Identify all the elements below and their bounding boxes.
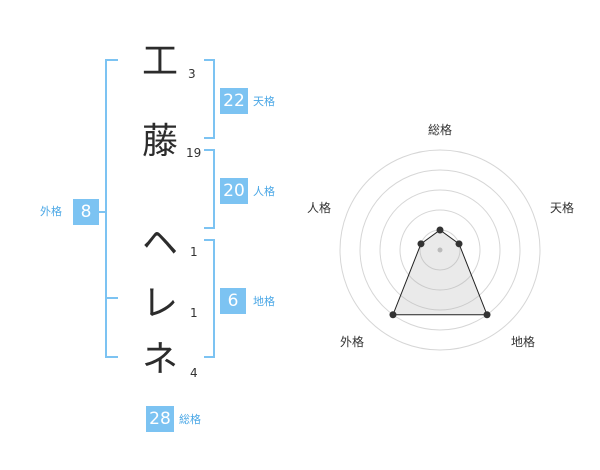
radar-point-2 (483, 311, 491, 319)
stroke-count-5: 4 (190, 366, 198, 380)
radar-ring (339, 149, 541, 351)
stroke-count-1: 3 (188, 67, 196, 81)
radar-label-tenkaku: 天格 (550, 201, 575, 215)
name-char-4: レ (141, 283, 178, 324)
name-char-1: 工 (141, 41, 178, 82)
tenkaku-bracket (204, 59, 215, 139)
radar-point-1 (455, 240, 463, 248)
gaikaku-label: 外格 (40, 205, 62, 218)
tenkaku-label: 天格 (253, 95, 275, 108)
gaikaku-bracket (105, 59, 118, 358)
radar-label-jinkaku: 人格 (307, 201, 332, 215)
stroke-count-3: 1 (190, 245, 198, 259)
name-char-3: ヘ (141, 223, 178, 264)
name-char-2: 藤 (141, 121, 178, 162)
radar-ring (359, 169, 521, 331)
soukaku-value: 28 (146, 406, 174, 432)
tenkaku-value: 22 (220, 88, 248, 114)
soukaku-label: 総格 (179, 413, 201, 426)
jinkaku-label: 人格 (253, 185, 275, 198)
radar-label-chikaku: 地格 (511, 335, 536, 349)
radar-point-0 (436, 226, 444, 234)
radar-label-gaikaku: 外格 (340, 335, 365, 349)
radar-ring (399, 209, 481, 291)
gaikaku-value: 8 (73, 199, 99, 225)
radar-center (437, 247, 443, 253)
jinkaku-bracket (204, 149, 215, 229)
chikaku-bracket (204, 239, 215, 358)
radar-point-4 (417, 240, 425, 248)
stroke-count-4: 1 (190, 306, 198, 320)
radar-ring (379, 189, 501, 311)
chikaku-label: 地格 (253, 295, 275, 308)
stroke-count-2: 19 (186, 146, 202, 160)
jinkaku-value: 20 (220, 178, 248, 204)
chikaku-value: 6 (220, 288, 246, 314)
name-char-5: ネ (141, 339, 178, 380)
radar-polygon (392, 229, 488, 316)
radar-label-soukaku: 総格 (428, 123, 453, 137)
radar-point-3 (389, 311, 397, 319)
